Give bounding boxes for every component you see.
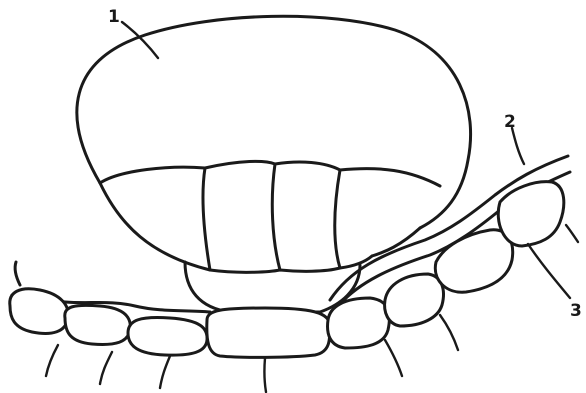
label-3: 3 (570, 301, 582, 321)
strand-1 (46, 345, 58, 376)
filament-cell-l3 (128, 318, 207, 356)
filament-cell-center (207, 308, 330, 357)
strand-7 (566, 225, 578, 242)
leader-line-3 (528, 244, 570, 298)
filament-cell-r2 (385, 274, 444, 326)
filament-cell-r4 (498, 182, 564, 246)
strand-5 (385, 340, 402, 376)
segmented-row-left (100, 183, 210, 270)
membrane-strand-left (15, 262, 20, 285)
segmented-row-bottom (210, 256, 372, 272)
strand-3 (160, 356, 170, 388)
segment-divider-3 (335, 170, 340, 268)
leader-line-2 (512, 128, 524, 164)
strand-2 (100, 352, 112, 384)
leader-line-1 (122, 22, 158, 58)
filament-cell-l2 (65, 305, 131, 344)
filament-cell-l1 (10, 289, 68, 334)
filament-cell-r1 (328, 298, 390, 348)
segment-divider-1 (203, 168, 210, 270)
label-1: 1 (108, 7, 120, 27)
segment-divider-2 (272, 164, 280, 270)
filament-cell-r3 (435, 230, 512, 292)
label-2: 2 (504, 112, 516, 132)
large-cell-base-line (100, 161, 440, 186)
strand-6 (440, 315, 458, 350)
strand-4 (264, 358, 266, 392)
